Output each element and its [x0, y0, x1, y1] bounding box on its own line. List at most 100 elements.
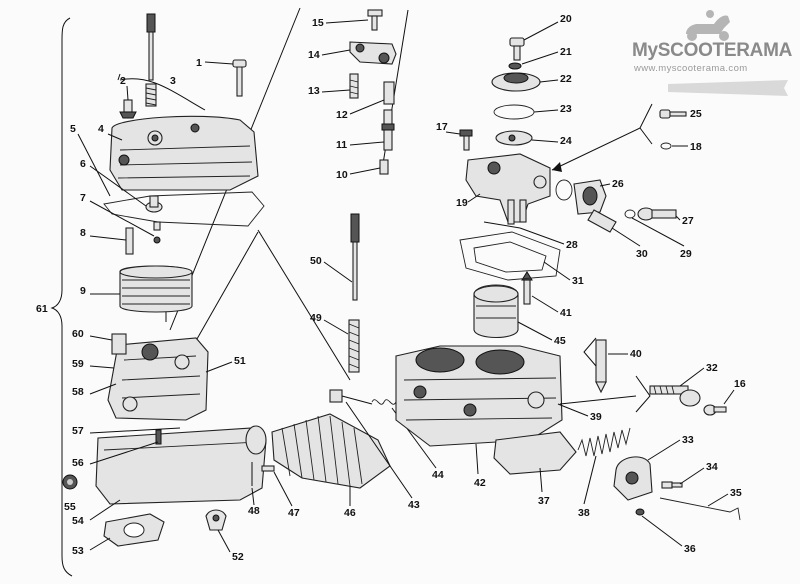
label-33: 33: [682, 434, 694, 446]
label-38: 38: [578, 507, 590, 519]
part-screw-27: [637, 207, 677, 221]
label-7: 7: [80, 192, 86, 204]
label-51: 51: [234, 355, 246, 367]
label-15: 15: [312, 17, 324, 29]
part-washer-18: [660, 142, 672, 150]
label-14: 14: [308, 49, 320, 61]
part-screw-25: [659, 109, 687, 119]
label-5: 5: [70, 123, 76, 135]
part-43: [329, 389, 373, 405]
part-13: [349, 73, 359, 99]
label-57: 57: [72, 425, 84, 437]
scooter-icon: [686, 10, 730, 41]
part-cover-4: [109, 115, 259, 191]
part-11: [381, 109, 395, 151]
label-36: 36: [684, 543, 696, 555]
group-brace-61: [50, 17, 73, 577]
label-40: 40: [630, 348, 642, 360]
label-18: 18: [690, 141, 702, 153]
label-19: 19: [456, 197, 468, 209]
part-spring-38: [577, 427, 631, 457]
label-52: 52: [232, 551, 244, 563]
part-bracket-37: [493, 431, 577, 475]
label-56: 56: [72, 457, 84, 469]
label-41: 41: [560, 307, 572, 319]
label-54: 54: [72, 515, 84, 527]
label-2: 2: [120, 75, 126, 87]
label-4: 4: [98, 123, 104, 135]
part-gasket-53: [103, 513, 165, 547]
part-screw-20: [509, 37, 525, 61]
part-pin-8: [125, 227, 134, 255]
label-59: 59: [72, 358, 84, 370]
part-26: [555, 179, 607, 215]
label-47: 47: [288, 507, 300, 519]
label-45: 45: [554, 335, 566, 347]
label-20: 20: [560, 13, 572, 25]
brand-logo: MySCOOTERAMA www.myscooterama.com: [628, 8, 793, 100]
label-3: 3: [170, 75, 176, 87]
label-11: 11: [336, 139, 347, 151]
label-48: 48: [248, 505, 260, 517]
part-28: [483, 221, 521, 229]
label-8: 8: [80, 227, 86, 239]
label-16: 16: [734, 378, 746, 390]
label-49: 49: [310, 312, 322, 324]
label-37: 37: [538, 495, 550, 507]
label-53: 53: [72, 545, 84, 557]
part-7: [153, 221, 161, 244]
label-31: 31: [572, 275, 584, 287]
part-spring-49: [348, 319, 360, 373]
part-12: [383, 81, 395, 105]
part-52: [205, 509, 227, 531]
label-17: 17: [436, 121, 448, 133]
part-24: [495, 130, 533, 146]
label-55: 55: [64, 501, 76, 513]
part-nut-55: [62, 474, 78, 490]
label-28: 28: [566, 239, 578, 251]
part-ring-23: [493, 104, 535, 120]
label-13: 13: [308, 85, 320, 97]
label-60: 60: [72, 328, 84, 340]
part-45: [473, 284, 519, 339]
label-9: 9: [80, 285, 86, 297]
part-float-chamber-51: [107, 333, 209, 421]
label-50: 50: [310, 255, 322, 267]
label-61: 61: [36, 303, 48, 315]
part-10: [379, 159, 389, 175]
part-spring-3: [145, 83, 157, 107]
label-46: 46: [344, 507, 356, 519]
part-2: [119, 99, 137, 119]
part-air-box-54: [95, 425, 267, 505]
label-1: 1: [196, 57, 202, 69]
label-23: 23: [560, 103, 572, 115]
label-32: 32: [706, 362, 718, 374]
part-14: [349, 41, 397, 65]
logo-url: www.myscooterama.com: [634, 63, 748, 74]
label-10: 10: [336, 169, 348, 181]
label-42: 42: [474, 477, 486, 489]
part-30: [587, 209, 617, 233]
label-12: 12: [336, 109, 348, 121]
part-41: [521, 271, 533, 305]
logo-name: MySCOOTERAMA: [632, 40, 793, 61]
part-15: [367, 9, 383, 31]
part-rod: [146, 13, 156, 81]
label-35: 35: [730, 487, 742, 499]
part-screw-32: [649, 385, 701, 407]
part-21: [508, 62, 522, 70]
logo-ribbon: [668, 80, 788, 96]
label-43: 43: [408, 499, 420, 511]
part-float-9: [119, 265, 193, 322]
arrow-head: [552, 162, 562, 172]
label-58: 58: [72, 386, 84, 398]
separator-line: [257, 229, 351, 381]
label-34: 34: [706, 461, 718, 473]
part-washer-29: [624, 209, 636, 219]
label-6: 6: [80, 158, 86, 170]
part-needle-50: [350, 213, 360, 301]
label-25: 25: [690, 108, 702, 120]
part-hose-46: [271, 413, 391, 489]
